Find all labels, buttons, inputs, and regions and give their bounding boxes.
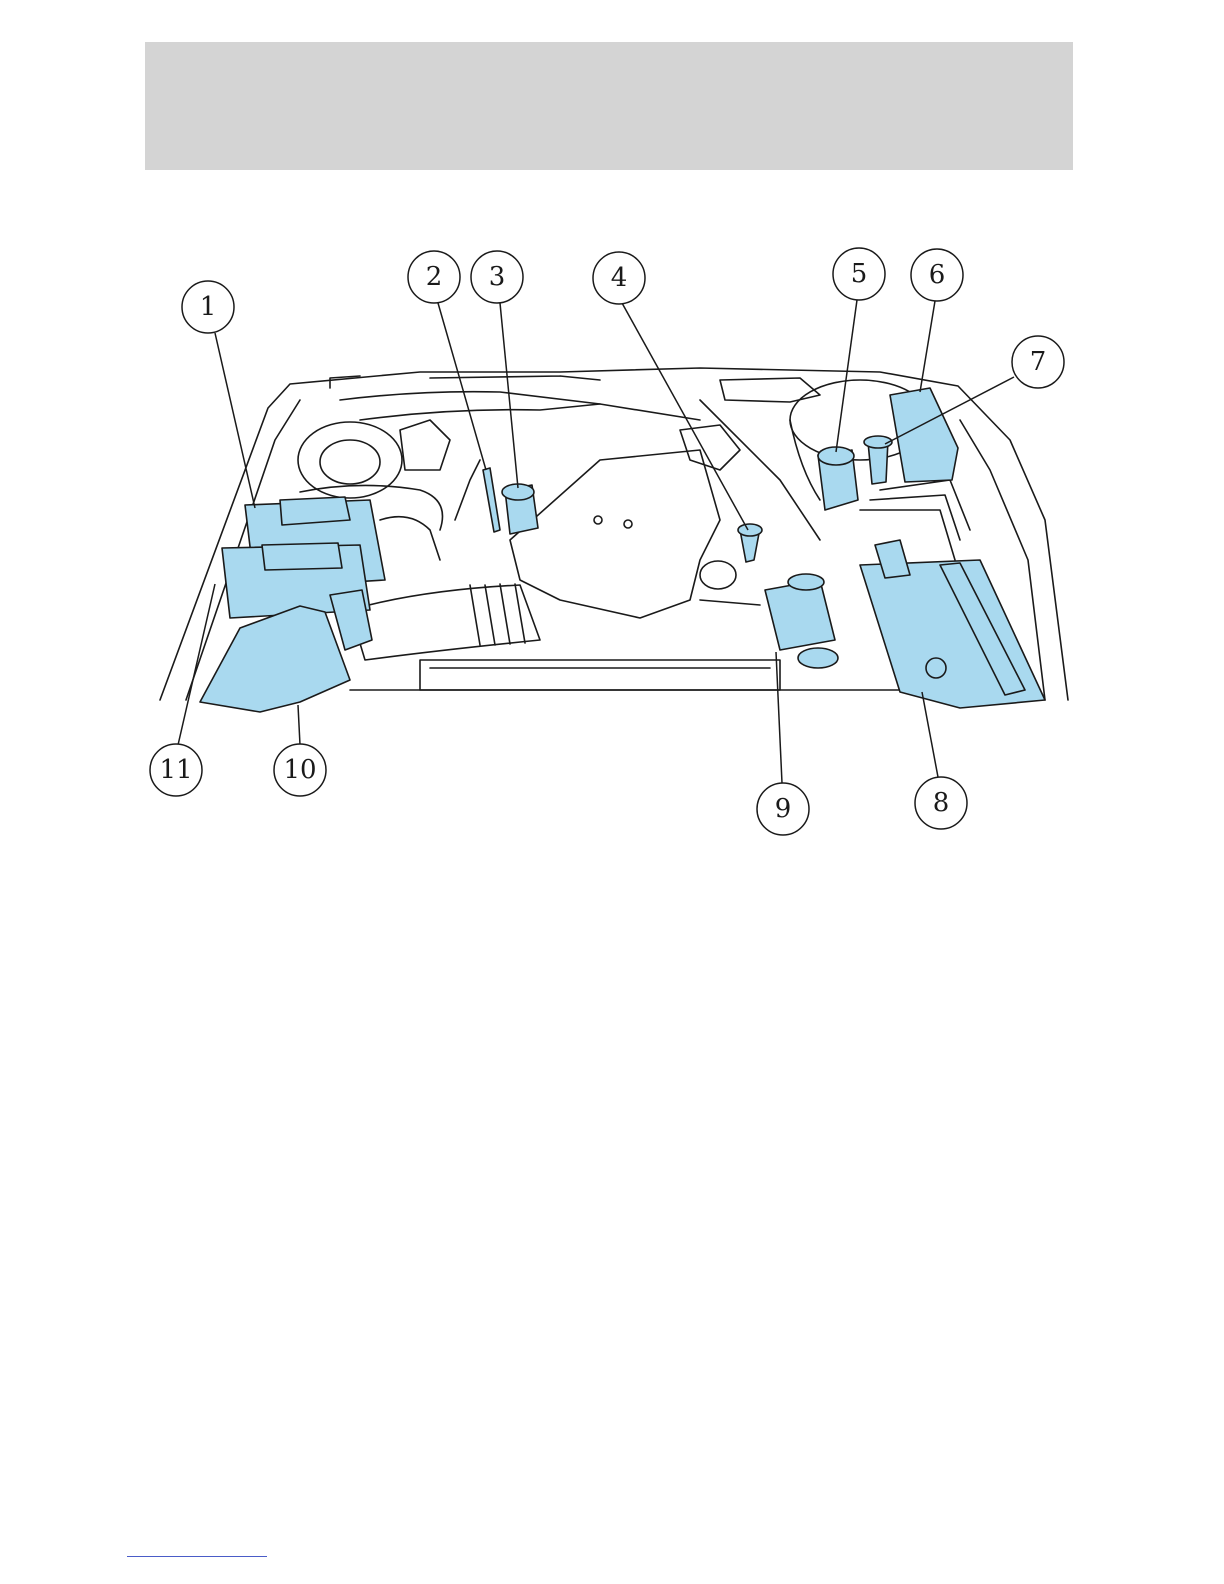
leader-line-11 — [178, 584, 215, 745]
fuse-box — [890, 388, 958, 482]
battery — [860, 560, 1045, 708]
leader-line-6 — [920, 301, 935, 392]
footer-rule — [127, 1556, 267, 1557]
callout-label-6: 6 — [929, 260, 946, 290]
air-filter-housing — [200, 606, 350, 712]
callout-label-11: 11 — [159, 755, 192, 785]
callout-label-1: 1 — [200, 292, 217, 322]
leader-line-10 — [298, 705, 300, 745]
coolant-reservoir — [765, 580, 835, 650]
leader-line-2 — [438, 303, 486, 470]
callout-label-5: 5 — [851, 259, 868, 289]
callout-label-9: 9 — [775, 794, 792, 824]
callout-label-2: 2 — [426, 262, 443, 292]
leader-line-5 — [836, 300, 857, 452]
callout-label-10: 10 — [283, 755, 316, 785]
header-band — [145, 42, 1073, 170]
leader-line-1 — [215, 333, 255, 508]
leader-line-8 — [922, 692, 938, 777]
callout-label-7: 7 — [1030, 347, 1047, 377]
engine-cover — [510, 450, 720, 618]
engine-compartment-diagram: 1 2 3 4 5 6 7 8 9 10 11 — [140, 240, 1085, 840]
leader-line-9 — [776, 652, 782, 783]
leader-line-3 — [500, 303, 518, 488]
callout-label-8: 8 — [933, 788, 950, 818]
callout-label-3: 3 — [489, 262, 506, 292]
dipstick — [483, 468, 500, 532]
callout-label-4: 4 — [611, 263, 628, 293]
